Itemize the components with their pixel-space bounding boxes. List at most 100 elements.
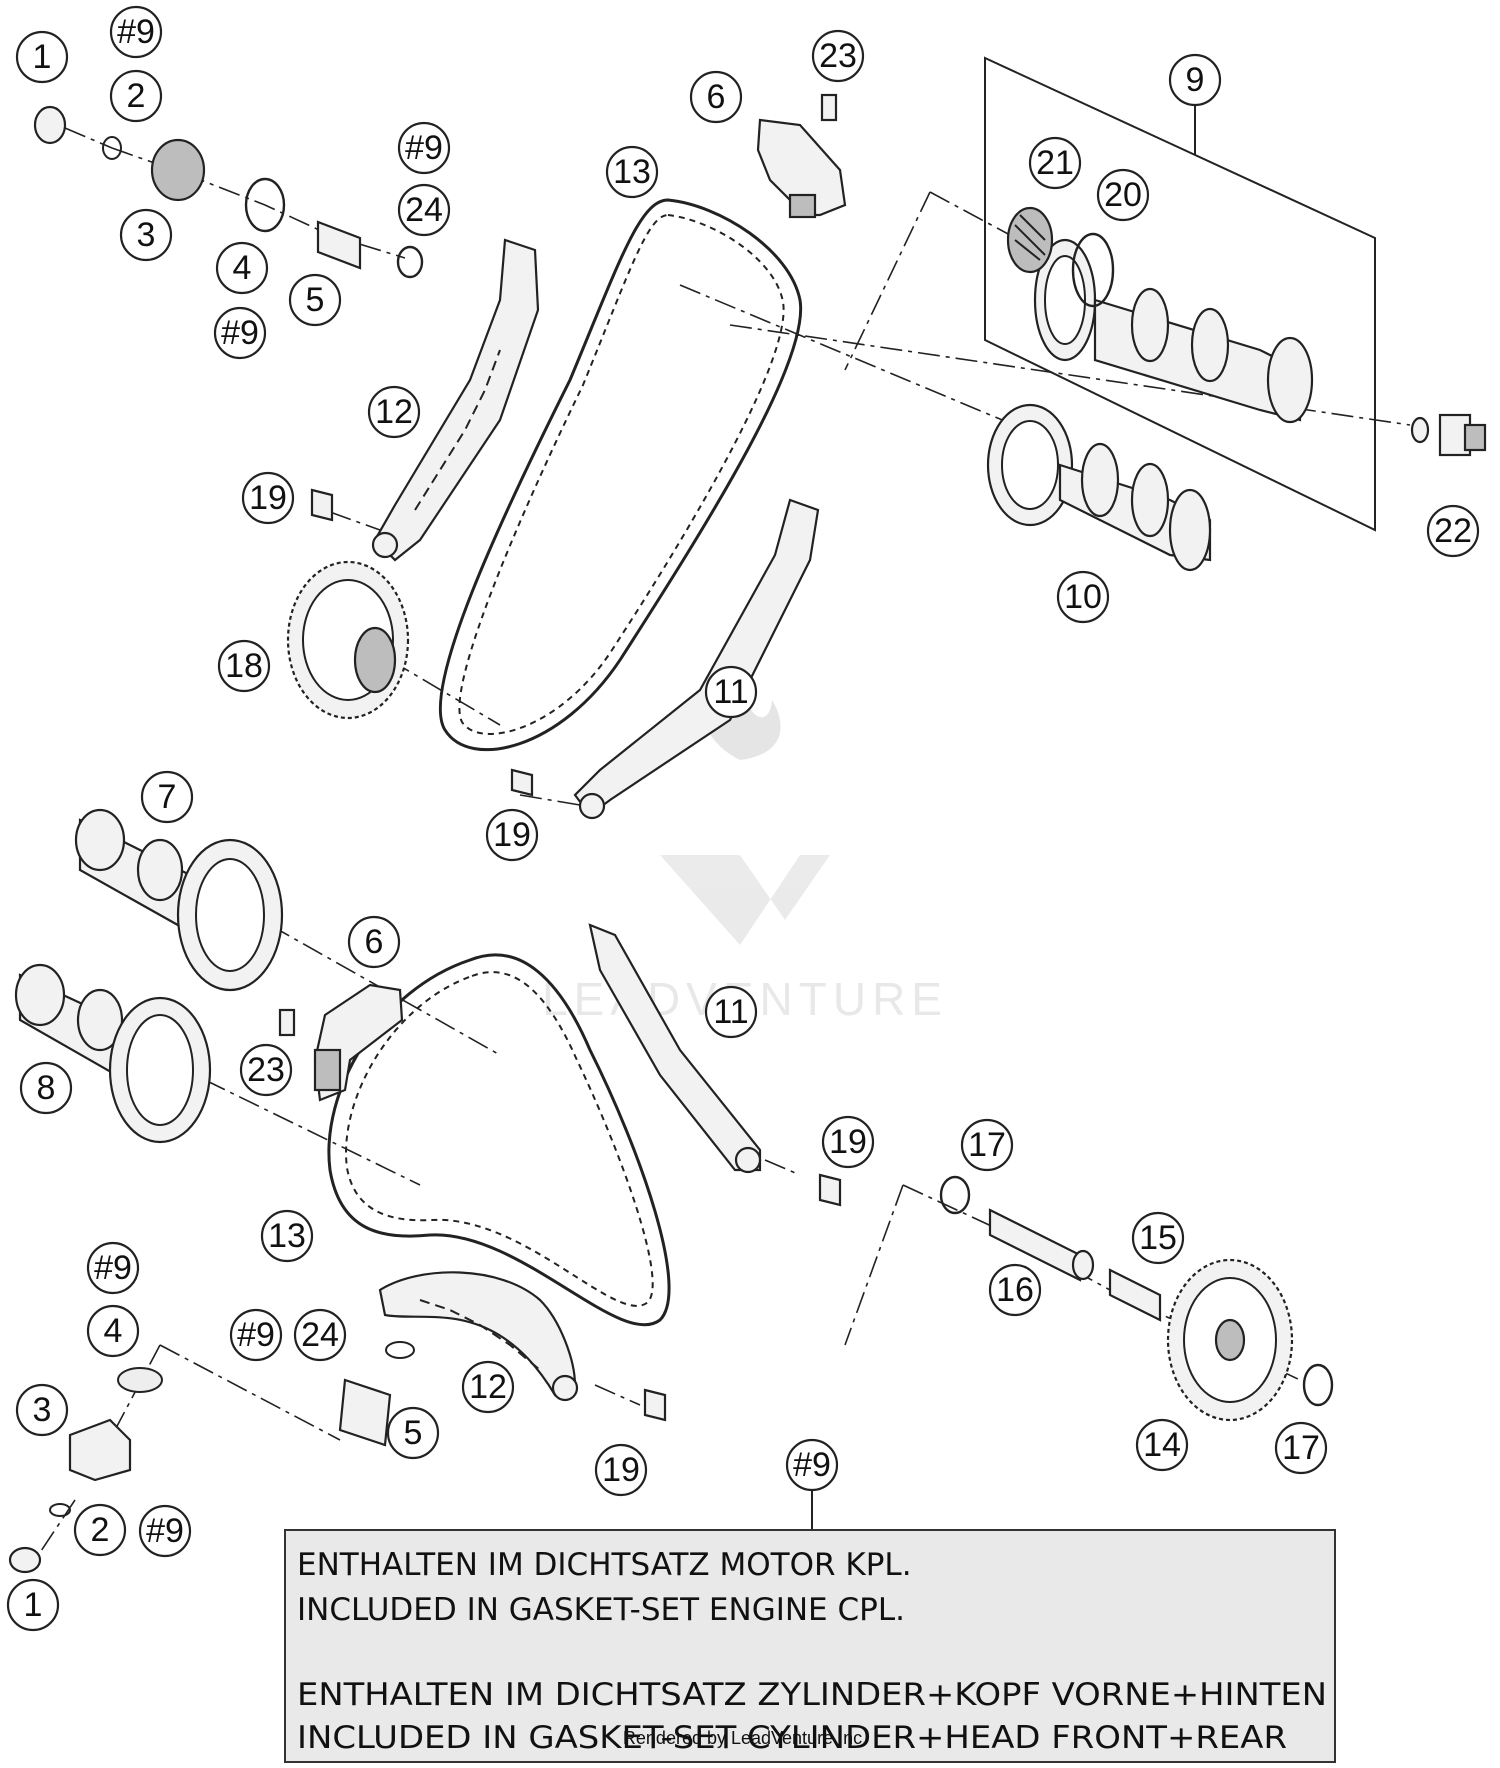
svg-text:21: 21 — [1036, 144, 1074, 182]
callout-23: 23 — [239, 1043, 293, 1097]
svg-text:#9: #9 — [237, 1316, 275, 1354]
svg-text:10: 10 — [1064, 578, 1102, 616]
callout-12: 12 — [367, 385, 421, 439]
callout-13: 13 — [260, 1209, 314, 1263]
camshaft-8 — [14, 963, 212, 1144]
render-credit: Rendered by LeadVenture Inc. — [623, 1728, 867, 1748]
svg-text:4: 4 — [104, 1312, 123, 1350]
camshaft-7 — [74, 808, 284, 992]
callout-14: 14 — [1135, 1418, 1189, 1472]
svg-text:4: 4 — [233, 249, 252, 287]
svg-text:2: 2 — [91, 1511, 110, 1549]
svg-text:#9: #9 — [117, 13, 155, 51]
bolt-23-upper — [820, 93, 838, 122]
callout-17: 17 — [960, 1118, 1014, 1172]
svg-text:19: 19 — [829, 1123, 867, 1161]
note-line-de-engine: ENTHALTEN IM DICHTSATZ MOTOR KPL. — [297, 1547, 912, 1583]
callout-9-note: #9 — [785, 1438, 839, 1492]
svg-text:16: 16 — [996, 1271, 1034, 1309]
callout-5: 5 — [288, 273, 342, 327]
callout-10: 10 — [1056, 570, 1110, 624]
timing-chain-lower — [327, 953, 671, 1327]
svg-text:20: 20 — [1104, 176, 1142, 214]
callout-15: 15 — [1131, 1211, 1185, 1265]
callout-6: 6 — [689, 70, 743, 124]
svg-text:#9: #9 — [405, 129, 443, 167]
o-ring-20 — [1071, 232, 1115, 308]
callout-9-gasket: #9 — [397, 121, 451, 175]
svg-text:11: 11 — [713, 673, 748, 711]
svg-text:#9: #9 — [94, 1249, 132, 1287]
callout-5: 5 — [386, 1406, 440, 1460]
callout-3: 3 — [119, 208, 173, 262]
svg-text:15: 15 — [1139, 1219, 1177, 1257]
chain-guide-upper-11 — [573, 498, 820, 820]
svg-text:6: 6 — [365, 923, 384, 961]
svg-text:5: 5 — [306, 281, 325, 319]
svg-text:13: 13 — [268, 1217, 306, 1255]
callout-13: 13 — [605, 145, 659, 199]
chain-tensioner-upper-6 — [756, 118, 847, 219]
callout-4: 4 — [86, 1304, 140, 1358]
gasket-note-box — [284, 1529, 1336, 1763]
svg-text:12: 12 — [375, 393, 413, 431]
callout-4: 4 — [215, 241, 269, 295]
svg-text:#9: #9 — [793, 1446, 831, 1484]
callout-6: 6 — [347, 915, 401, 969]
callout-22: 22 — [1426, 504, 1480, 558]
timing-chain-upper — [438, 198, 803, 752]
svg-text:19: 19 — [493, 816, 531, 854]
svg-text:1: 1 — [33, 38, 52, 76]
callout-18: 18 — [217, 639, 271, 693]
camshaft-9 — [1033, 238, 1314, 424]
camshaft-sensor-22 — [1410, 413, 1487, 457]
callout-1: 1 — [6, 1578, 60, 1632]
chain-tensioner-lower-6 — [313, 983, 404, 1102]
svg-text:6: 6 — [707, 78, 726, 116]
svg-text:11: 11 — [713, 993, 748, 1031]
callout-9-gasket: #9 — [86, 1241, 140, 1295]
callout-24: 24 — [397, 183, 451, 237]
svg-text:#9: #9 — [221, 314, 259, 352]
svg-text:9: 9 — [1186, 61, 1205, 99]
svg-text:1: 1 — [24, 1586, 43, 1624]
chain-guide-lower-11 — [588, 923, 762, 1174]
assembly-9-frame — [984, 56, 1376, 532]
callout-11: 11 — [704, 985, 758, 1039]
callout-9-gasket: #9 — [138, 1504, 192, 1558]
svg-text:2: 2 — [127, 77, 146, 115]
callout-9-gasket: #9 — [229, 1308, 283, 1362]
svg-text:23: 23 — [247, 1051, 285, 1089]
callout-21: 21 — [1028, 136, 1082, 190]
svg-text:13: 13 — [613, 153, 651, 191]
callout-9: 9 — [1168, 53, 1222, 107]
svg-text:19: 19 — [249, 479, 287, 517]
callout-9-gasket: #9 — [109, 5, 163, 59]
svg-text:24: 24 — [405, 191, 443, 229]
svg-text:17: 17 — [1282, 1429, 1320, 1467]
svg-text:19: 19 — [602, 1451, 640, 1489]
note-line-en-engine: INCLUDED IN GASKET-SET ENGINE CPL. — [297, 1592, 905, 1628]
svg-text:3: 3 — [137, 216, 156, 254]
callout-19: 19 — [241, 471, 295, 525]
camshaft-10 — [986, 403, 1212, 572]
svg-text:8: 8 — [37, 1069, 56, 1107]
svg-text:5: 5 — [404, 1414, 423, 1452]
svg-text:22: 22 — [1434, 512, 1472, 550]
svg-text:12: 12 — [469, 1368, 507, 1406]
callout-2: 2 — [109, 69, 163, 123]
callout-19: 19 — [821, 1115, 875, 1169]
callout-3: 3 — [15, 1383, 69, 1437]
small-hardware — [8, 93, 1334, 1574]
tensioner-rail-lower-12 — [378, 1271, 579, 1402]
svg-text:3: 3 — [33, 1391, 52, 1429]
svg-text:#9: #9 — [146, 1512, 184, 1550]
note-line-de-cylinder: ENTHALTEN IM DICHTSATZ ZYLINDER+KOPF VOR… — [297, 1677, 1327, 1713]
note-line-en-cylinder: INCLUDED IN GASKET-SET CYLINDER+HEAD FRO… — [297, 1720, 1287, 1756]
callout-7: 7 — [140, 770, 194, 824]
svg-text:24: 24 — [301, 1316, 339, 1354]
callout-11: 11 — [704, 665, 758, 719]
intermediate-gear-18 — [286, 560, 410, 720]
callout-labels: 1 #9 2 3 4 #9 5 #9 24 6 23 13 9 21 20 12… — [6, 5, 1480, 1632]
